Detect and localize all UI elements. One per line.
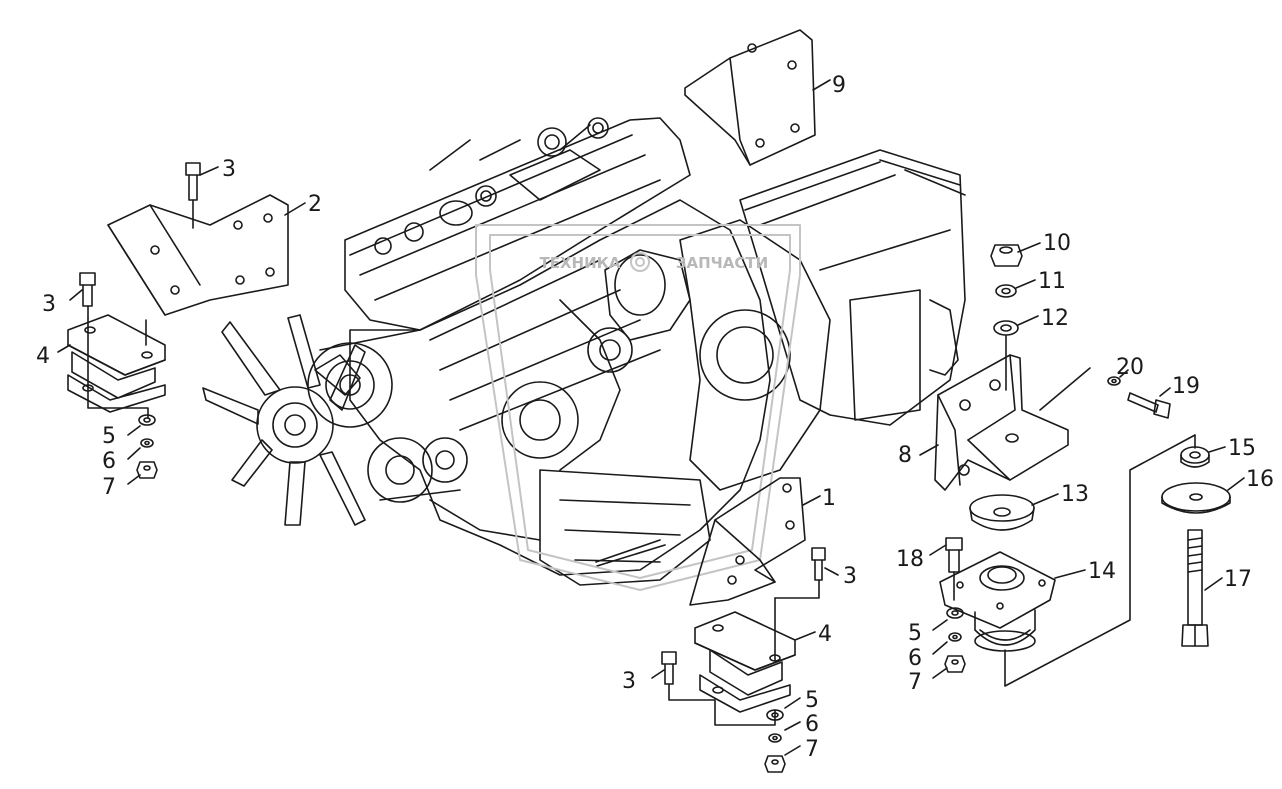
washer-15 — [1180, 446, 1210, 468]
center-mount-stack — [661, 547, 826, 773]
left-mount-stack — [67, 162, 201, 479]
callout-6: 6 — [908, 646, 922, 671]
nut-7-right — [944, 655, 966, 673]
washer-6-right — [948, 632, 962, 642]
washer-11 — [995, 284, 1017, 298]
callout-11: 11 — [1038, 269, 1066, 294]
plate-16 — [1161, 482, 1231, 514]
callout-17: 17 — [1224, 567, 1252, 592]
callout-5: 5 — [805, 688, 819, 713]
callout-19: 19 — [1172, 374, 1200, 399]
callout-leaders — [57, 79, 1245, 756]
watermark-right: ЗАПЧАСТИ — [676, 254, 768, 272]
callout-7: 7 — [805, 737, 819, 762]
callout-4: 4 — [818, 622, 832, 647]
part-2-bracket — [107, 194, 289, 346]
callout-5: 5 — [908, 621, 922, 646]
washer-5-center — [766, 709, 784, 721]
callout-15: 15 — [1228, 436, 1256, 461]
callout-3: 3 — [843, 564, 857, 589]
callout-12: 12 — [1041, 306, 1069, 331]
nut-7-left — [136, 461, 158, 479]
callout-14: 14 — [1088, 559, 1116, 584]
callout-9: 9 — [832, 73, 846, 98]
bolt-19 — [1127, 392, 1171, 419]
engine-block — [349, 199, 771, 576]
callout-6: 6 — [805, 712, 819, 737]
callout-5: 5 — [102, 424, 116, 449]
callout-3: 3 — [42, 292, 56, 317]
cooling-fan — [202, 314, 366, 526]
callout-7: 7 — [102, 475, 116, 500]
bolt-3-center-left — [661, 651, 776, 726]
valve-cover — [344, 117, 691, 331]
callout-3: 3 — [622, 669, 636, 694]
cushion-13 — [969, 494, 1035, 531]
callout-16: 16 — [1246, 467, 1274, 492]
nut-7-center — [764, 755, 786, 773]
watermark: ТЕХНИКА ЗАПЧАСТИ — [475, 224, 801, 591]
callout-1: 1 — [822, 486, 836, 511]
callout-4: 4 — [36, 344, 50, 369]
washer-5-left — [138, 414, 156, 426]
bracket-8 — [934, 354, 1069, 491]
callout-6: 6 — [102, 449, 116, 474]
bolt-17 — [1181, 529, 1209, 647]
callout-10: 10 — [1043, 231, 1071, 256]
washer-20 — [1107, 376, 1121, 386]
callout-13: 13 — [1061, 482, 1089, 507]
bolt-3-left-lower — [79, 272, 96, 319]
washer-6-left — [140, 438, 154, 448]
washer-6-center — [768, 733, 782, 743]
callout-20: 20 — [1116, 355, 1144, 380]
callout-8: 8 — [898, 443, 912, 468]
part-1-bracket — [689, 477, 806, 606]
mount-pad-4-center — [694, 611, 796, 713]
bolt-18 — [945, 537, 963, 601]
nut-10 — [990, 244, 1023, 267]
washer-5-right — [946, 607, 964, 619]
gear-icon — [630, 252, 650, 272]
callout-3: 3 — [222, 157, 236, 182]
washer-12 — [993, 320, 1019, 336]
mount-pad-4-left — [67, 314, 166, 413]
callout-18: 18 — [896, 547, 924, 572]
engine-mount-14 — [939, 551, 1056, 652]
engine-assembly — [307, 117, 966, 586]
flywheel-housing — [679, 219, 831, 491]
watermark-left: ТЕХНИКА — [539, 254, 620, 272]
bolt-3-center-right — [774, 547, 826, 599]
part-9-bracket — [684, 29, 816, 166]
callout-2: 2 — [308, 192, 322, 217]
callout-7: 7 — [908, 670, 922, 695]
rear-mount-assembly — [934, 244, 1231, 687]
callout-labels: 9 2 3 3 4 5 6 7 1 3 4 3 5 6 7 10 11 12 2… — [36, 73, 1274, 762]
